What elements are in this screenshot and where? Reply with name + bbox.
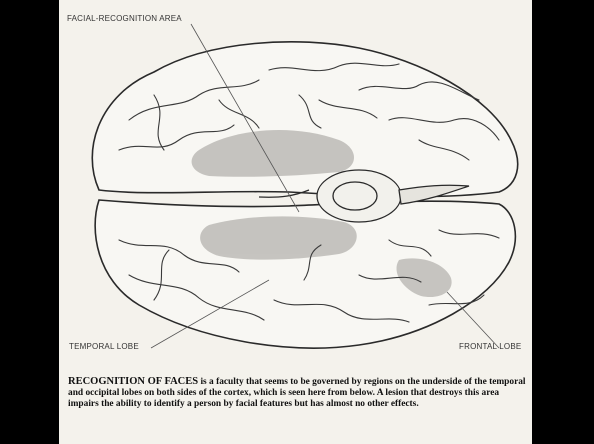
figure-caption: RECOGNITION OF FACES is a faculty that s… <box>68 376 526 411</box>
temporal-lobe-label: TEMPORAL LOBE <box>69 342 139 351</box>
brain-underside-illustration <box>59 0 532 370</box>
facial-recognition-area-label: FACIAL-RECOGNITION AREA <box>67 14 182 23</box>
caption-lead: RECOGNITION OF FACES <box>68 376 198 387</box>
illustration-page: FACIAL-RECOGNITION AREA TEMPORAL LOBE FR… <box>59 0 532 444</box>
frontal-lobe-label: FRONTAL LOBE <box>459 342 521 351</box>
